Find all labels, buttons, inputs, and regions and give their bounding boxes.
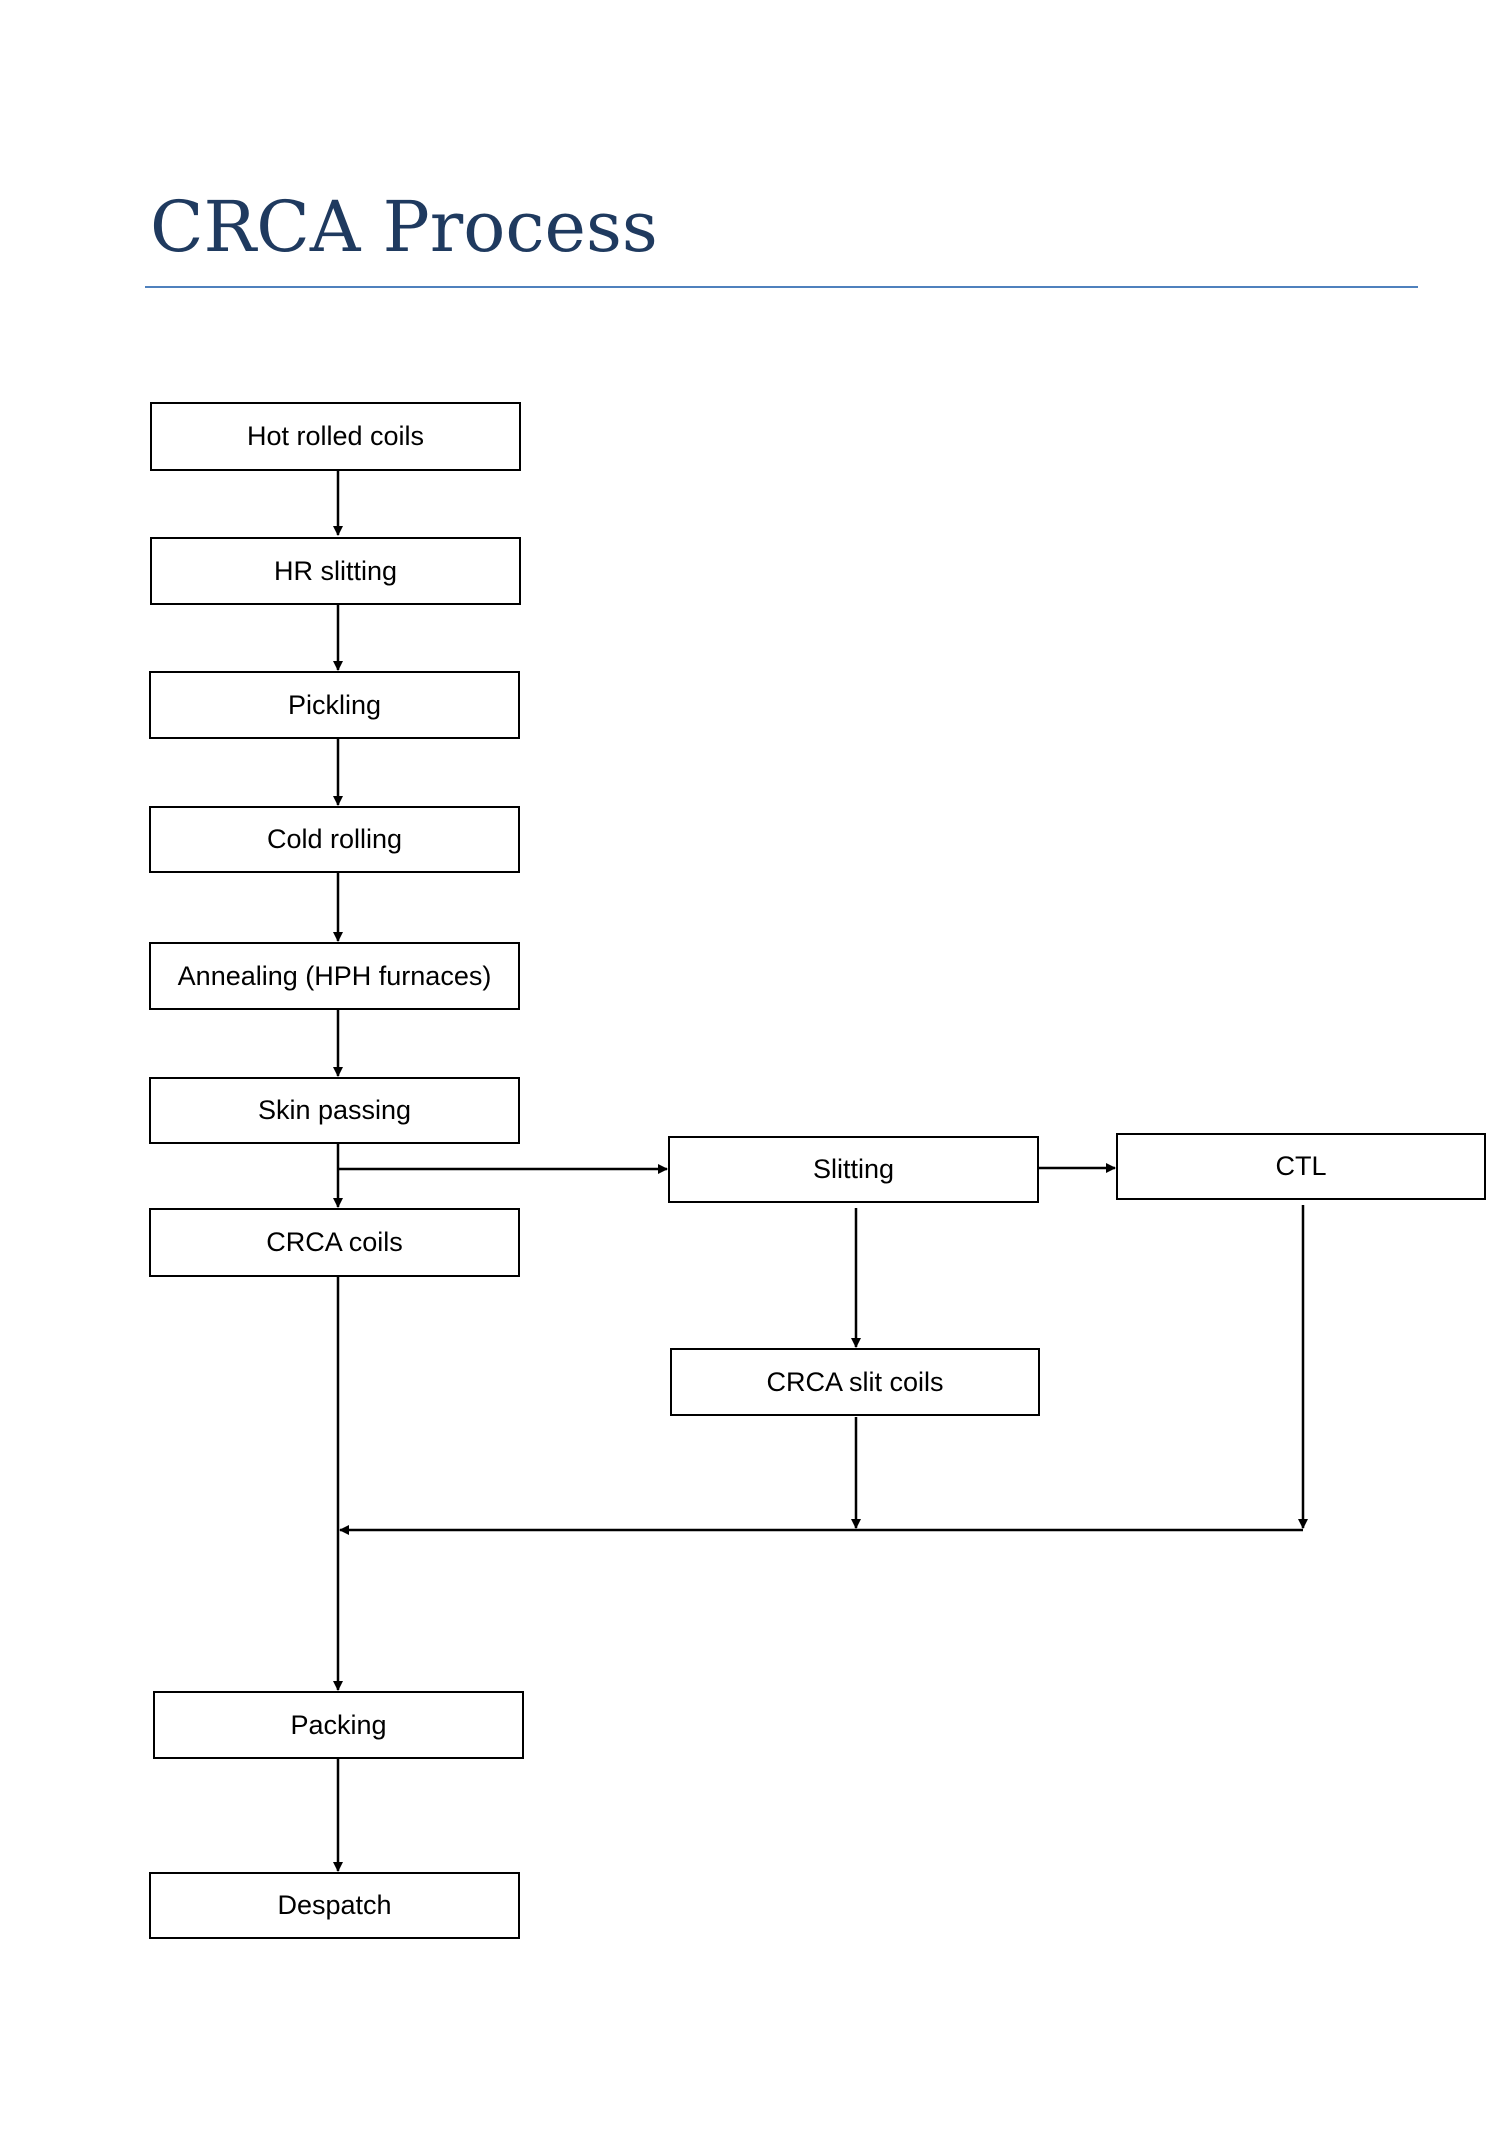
node-label: Cold rolling: [266, 824, 403, 854]
page-title: CRCA Process: [150, 186, 658, 268]
node-pickling: Pickling: [149, 671, 520, 739]
node-hot-rolled-coils: Hot rolled coils: [150, 402, 521, 471]
node-skin-passing: Skin passing: [149, 1077, 520, 1144]
node-label: Skin passing: [257, 1095, 412, 1125]
node-label: HR slitting: [273, 555, 398, 586]
node-annealing: Annealing (HPH furnaces): [149, 942, 520, 1010]
node-crca-coils: CRCA coils: [149, 1208, 520, 1277]
node-slitting: Slitting: [668, 1136, 1039, 1203]
node-hr-slitting: HR slitting: [150, 537, 521, 605]
node-label: Packing: [290, 1709, 387, 1740]
title-divider: [145, 286, 1418, 288]
node-label: Slitting: [812, 1154, 895, 1184]
node-packing: Packing: [153, 1691, 524, 1759]
node-cold-rolling: Cold rolling: [149, 806, 520, 873]
node-label: Pickling: [287, 689, 382, 720]
node-crca-slit-coils: CRCA slit coils: [670, 1348, 1040, 1416]
node-label: Hot rolled coils: [246, 421, 425, 451]
node-despatch: Despatch: [149, 1872, 520, 1939]
node-label: Despatch: [277, 1890, 392, 1920]
node-label: CRCA coils: [266, 1227, 403, 1257]
node-label: CTL: [1275, 1151, 1327, 1181]
node-label: Annealing (HPH furnaces): [177, 960, 492, 991]
node-ctl: CTL: [1116, 1133, 1486, 1200]
node-label: CRCA slit coils: [766, 1366, 944, 1397]
